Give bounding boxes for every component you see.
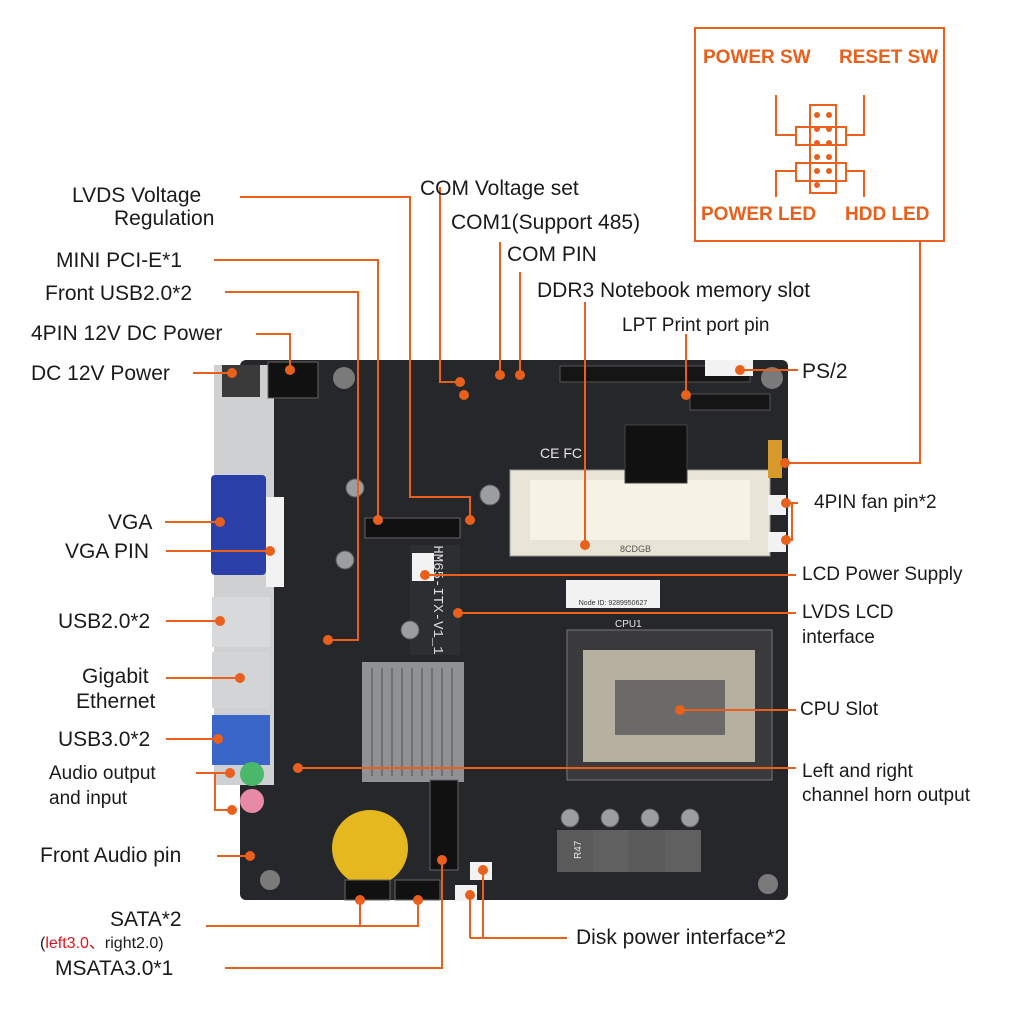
label-front-usb: Front USB2.0*2 — [45, 282, 193, 305]
power-sw-label: POWER SW — [703, 47, 811, 68]
label-com-pin: COM PIN — [507, 243, 597, 266]
label-audio-output: Audio output — [49, 763, 156, 784]
heatsink-fins — [371, 668, 453, 776]
hdd-led-label: HDD LED — [845, 204, 930, 225]
label-horn-1: Left and right — [802, 761, 913, 782]
mounting-holes — [260, 367, 783, 894]
cpu-socket-center — [615, 680, 725, 735]
label-usb20: USB2.0*2 — [58, 610, 151, 633]
label-disk-power: Disk power interface*2 — [576, 926, 787, 949]
front-panel-pins — [775, 95, 865, 197]
cmos-battery — [332, 810, 408, 886]
lpt-pins — [689, 393, 771, 411]
front-panel-header — [768, 440, 782, 478]
label-front-audio: Front Audio pin — [40, 844, 182, 867]
inductors — [557, 830, 701, 872]
sata-note-open: ( — [40, 935, 46, 952]
ce-fc-text: CE FC — [540, 445, 582, 461]
msata-slot — [429, 779, 459, 871]
capacitors — [335, 478, 700, 828]
label-lcd-power: LCD Power Supply — [802, 564, 963, 585]
node-id-text: Node ID: 9289950627 — [579, 600, 648, 607]
front-panel-diagram: POWER SW RESET SW POWER LED HDD LED — [694, 27, 945, 242]
label-fan: 4PIN fan pin*2 — [814, 492, 937, 513]
label-horn-2: channel horn output — [802, 785, 970, 806]
label-vga-pin: VGA PIN — [65, 540, 150, 563]
label-sata: SATA*2 — [110, 908, 182, 931]
label-lpt: LPT Print port pin — [622, 315, 770, 336]
label-dc12v: DC 12V Power — [31, 362, 170, 385]
power-led-label: POWER LED — [701, 204, 817, 225]
label-ddr3: DDR3 Notebook memory slot — [537, 279, 811, 302]
audio-jack-green — [240, 762, 264, 786]
label-com-voltage: COM Voltage set — [420, 177, 579, 200]
label-msata: MSATA3.0*1 — [55, 957, 174, 980]
node-id-sticker — [566, 580, 660, 608]
label-cpu-slot: CPU Slot — [800, 699, 879, 720]
label-ps2: PS/2 — [802, 360, 848, 383]
cpu-label-text: CPU1 — [615, 619, 642, 630]
ram-label-text: 8CDGB — [620, 544, 651, 554]
callout-dots — [213, 365, 791, 905]
label-regulation: Regulation — [114, 207, 215, 230]
inductor-label: R47 — [573, 840, 584, 859]
sata-note-right: right2.0) — [104, 935, 164, 952]
label-audio-input: and input — [49, 788, 128, 809]
label-gigabit: Gigabit — [82, 665, 149, 688]
audio-jack-pink — [240, 789, 264, 813]
chipset — [624, 424, 688, 484]
label-lvds-lcd: LVDS LCD — [802, 602, 894, 623]
callout-lines-group — [165, 187, 921, 969]
vga-pin-header — [266, 497, 284, 587]
fan-header-1 — [768, 495, 786, 515]
mini-pcie-slot — [364, 517, 461, 539]
label-lvds-interface: interface — [802, 627, 875, 648]
ram-slot-inner — [530, 480, 750, 540]
sata-note-left: left3.0、 — [45, 935, 105, 952]
label-sata-note: (left3.0、right2.0) — [40, 932, 164, 956]
label-mini-pcie: MINI PCI-E*1 — [56, 249, 183, 272]
reset-sw-label: RESET SW — [839, 47, 939, 68]
sata-port-left — [344, 879, 391, 901]
fan-header-2 — [768, 532, 786, 552]
label-ethernet: Ethernet — [76, 690, 156, 713]
label-4pin-power: 4PIN 12V DC Power — [31, 322, 223, 345]
label-vga: VGA — [108, 511, 153, 534]
label-com1: COM1(Support 485) — [451, 211, 641, 234]
label-usb30: USB3.0*2 — [58, 728, 151, 751]
label-lvds-voltage: LVDS Voltage — [72, 184, 202, 207]
